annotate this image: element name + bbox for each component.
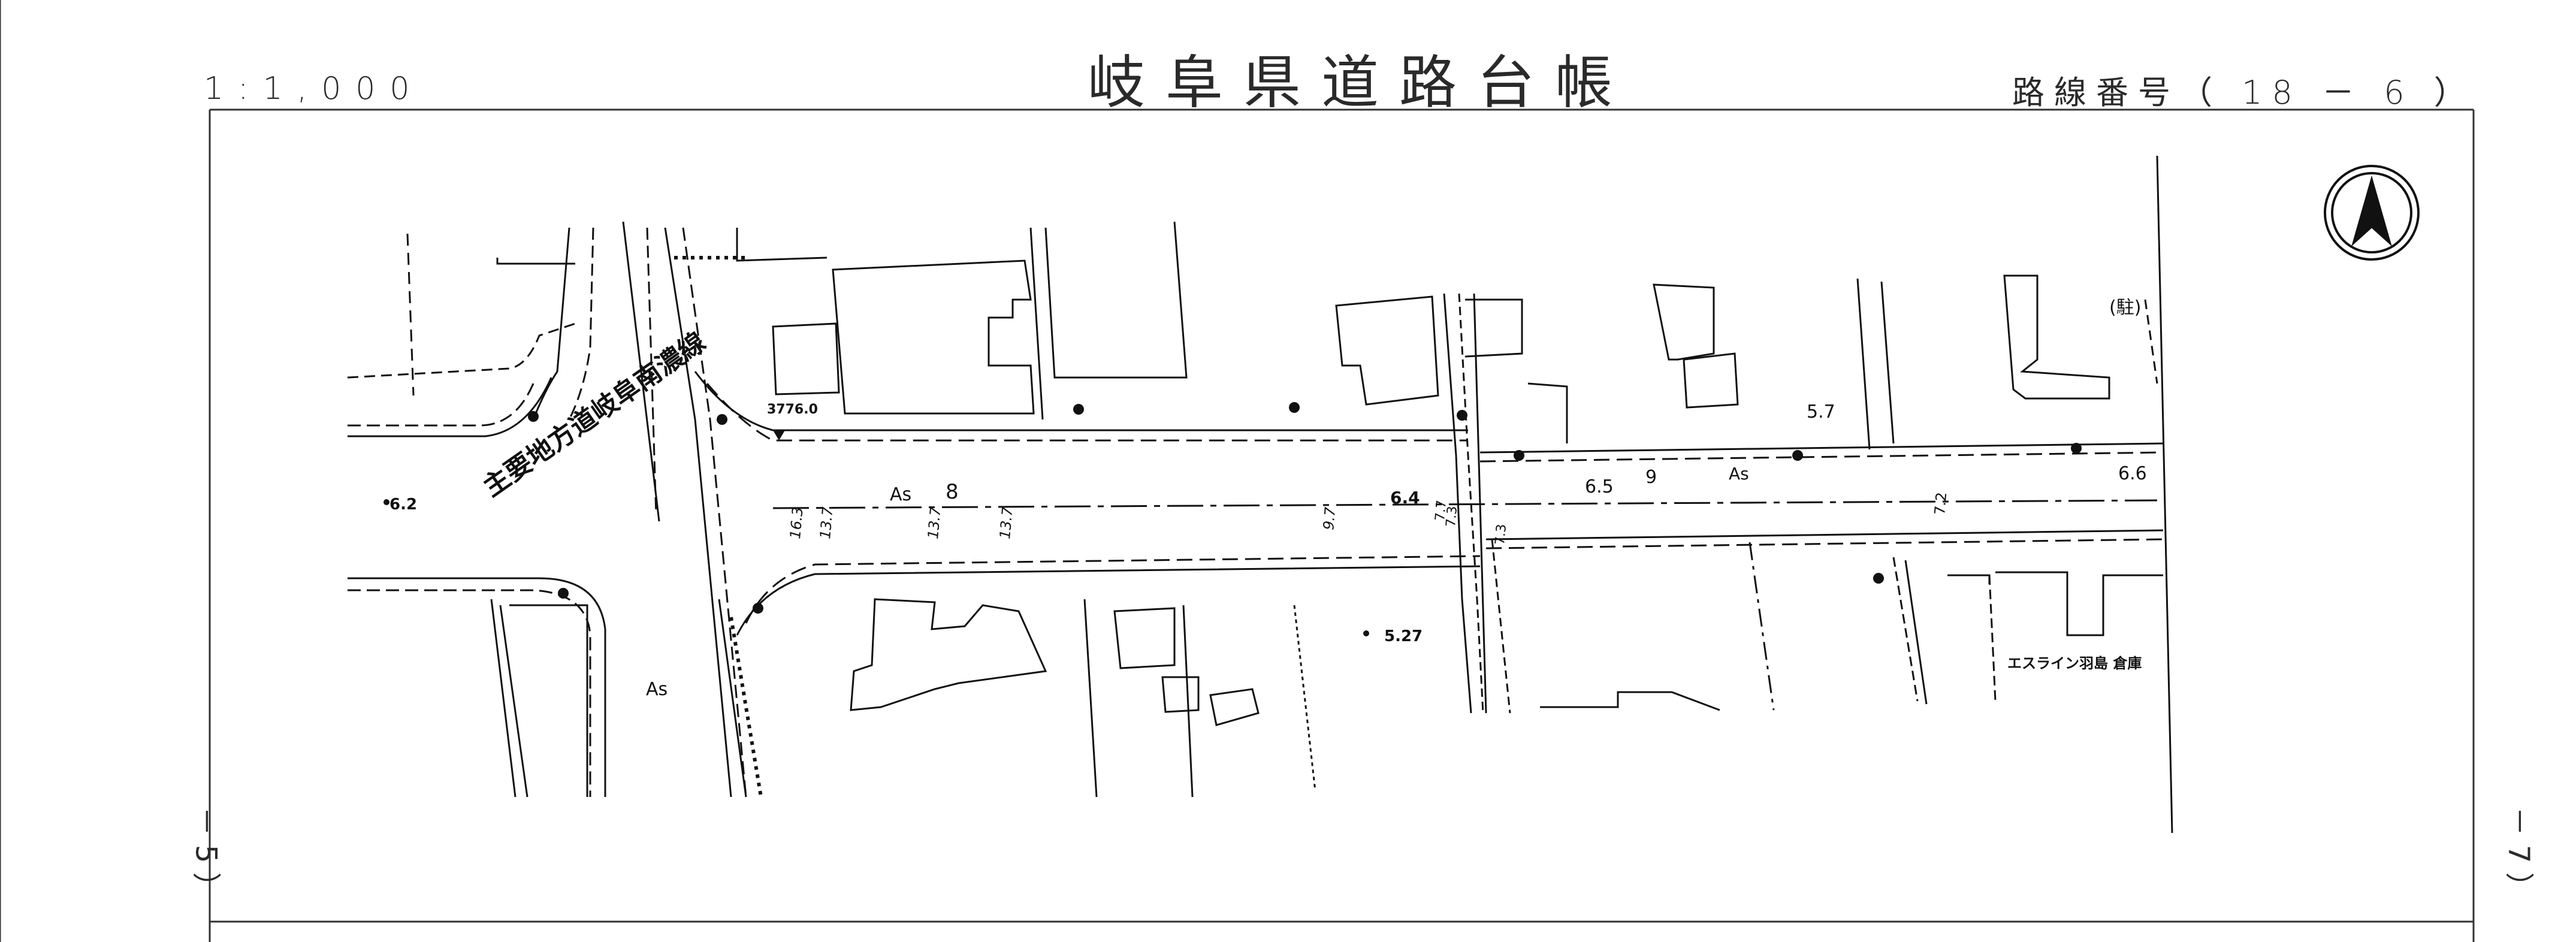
page-title: 岐阜県道路台帳 (1088, 49, 1633, 116)
map-linework (347, 155, 2173, 834)
parking-mark: (駐) (2109, 297, 2141, 318)
elevation-3: 5.27 (1384, 627, 1423, 645)
pavement-label-3: As (646, 679, 668, 700)
station-mark-8: 8 (946, 480, 959, 504)
width-2: 13.7 (817, 506, 836, 539)
width-9: 7.2 (1931, 491, 1950, 515)
width-5: 9.7 (1320, 506, 1339, 530)
map-annotations: 主要地方道岐阜南濃線 3776.0 As As As 6.2 6.4 5.27 … (389, 297, 2147, 700)
elevation-2: 6.4 (1390, 488, 1420, 508)
elevation-5: 5.7 (1807, 401, 1835, 422)
scale-text: 1:1,000 (204, 71, 424, 107)
width-3: 13.7 (925, 506, 944, 539)
station-number: 3776.0 (767, 402, 818, 417)
elevation-4: 6.5 (1585, 476, 1614, 497)
width-1: 16.3 (787, 506, 807, 540)
route-number: 路線番号（ 18 － 6 ） (2012, 74, 2476, 111)
width-8: 7.3 (1493, 523, 1509, 545)
building-label: エスライン羽島 倉庫 (2007, 655, 2142, 672)
north-arrow-icon (2324, 165, 2420, 261)
map-point-symbols (383, 402, 2082, 636)
right-margin-mark: － 7 ） (2502, 807, 2536, 901)
elevation-6: 6.6 (2118, 463, 2147, 484)
station-mark-9: 9 (1645, 467, 1657, 488)
pavement-label-2: As (1729, 464, 1749, 484)
left-margin-mark: － 5 ） (189, 807, 223, 901)
width-4: 13.7 (996, 506, 1016, 539)
width-7: 7.7 (1433, 499, 1449, 521)
width-6: 7.3 (1443, 505, 1460, 527)
elevation-1: 6.2 (389, 496, 417, 514)
pavement-label-1: As (890, 484, 911, 505)
route-label: 主要地方道岐阜南濃線 (478, 327, 711, 503)
